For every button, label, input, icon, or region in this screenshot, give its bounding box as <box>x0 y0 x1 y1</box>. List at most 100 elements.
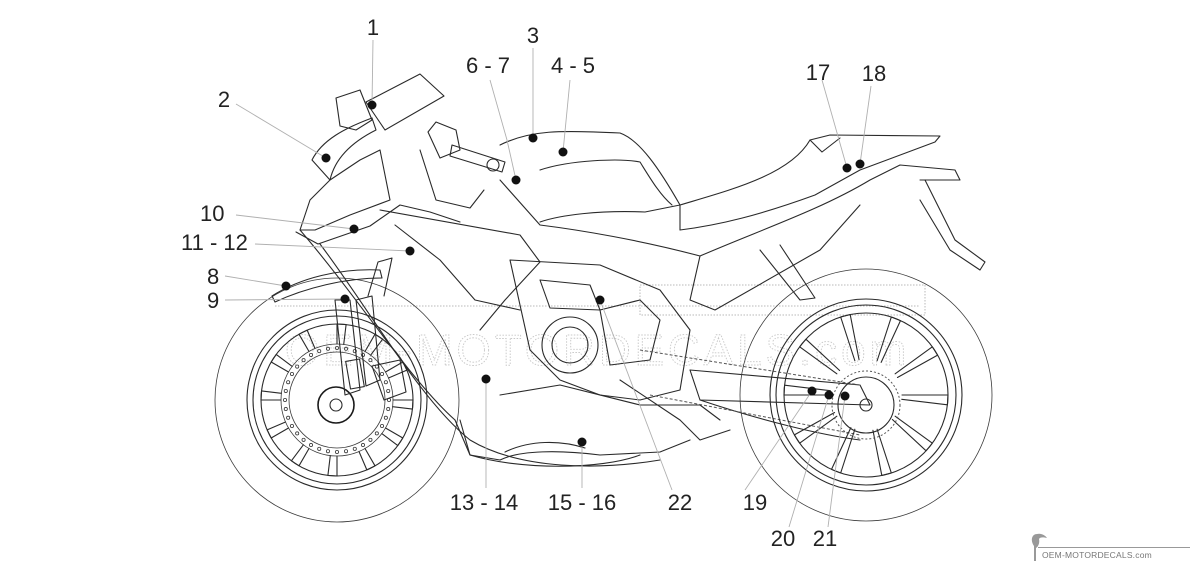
logo: OEM-MOTORDECALS.com <box>1028 528 1198 564</box>
front-spoke <box>270 353 293 373</box>
callout-dot <box>842 163 852 173</box>
leader-line <box>562 79 571 153</box>
rear-spoke <box>840 313 860 362</box>
callout-label: 8 <box>207 264 219 289</box>
callout-label: 17 <box>806 60 830 85</box>
disc-hole <box>295 431 300 436</box>
front-spoke <box>381 427 404 447</box>
callout-20: 20 <box>771 390 834 551</box>
logo-text: OEM-MOTORDECALS.com <box>1042 550 1152 560</box>
callout-dot <box>481 374 491 384</box>
callout-22: 22 <box>595 295 692 515</box>
callout-1314: 13 - 14 <box>450 374 519 515</box>
callout-8: 8 <box>207 264 291 291</box>
swingarm <box>619 349 871 441</box>
rear-spoke <box>894 346 939 379</box>
callout-label: 11 - 12 <box>181 230 248 255</box>
callout-dot <box>855 159 865 169</box>
rear-spoke <box>876 316 902 363</box>
callout-dot <box>321 153 331 163</box>
disc-hole <box>301 358 306 363</box>
disc-hole <box>308 352 313 357</box>
disc-hole <box>286 380 291 385</box>
callout-dot <box>340 294 350 304</box>
engine <box>499 259 721 421</box>
callout-dot <box>528 133 538 143</box>
callout-9: 9 <box>207 288 350 313</box>
callout-67: 6 - 7 <box>466 53 521 185</box>
disc-hole <box>374 431 379 436</box>
callout-2: 2 <box>218 87 331 163</box>
disc-hole <box>352 446 357 451</box>
front-spoke <box>266 421 290 439</box>
disc-hole <box>386 388 391 393</box>
disc-hole <box>360 443 365 448</box>
rear-spoke <box>901 394 949 406</box>
leader-line <box>821 79 848 169</box>
callout-dot <box>577 437 587 447</box>
front-spoke <box>358 447 376 471</box>
rear-spoke <box>799 338 841 375</box>
callout-dot <box>807 386 817 396</box>
callout-3: 3 <box>527 23 539 143</box>
disc-hole <box>325 449 330 454</box>
disc-hole <box>383 415 388 420</box>
belly-pan <box>459 419 691 461</box>
disc-hole <box>295 364 300 369</box>
callout-dot <box>824 390 834 400</box>
callout-label: 9 <box>207 288 219 313</box>
disc-hole <box>352 349 357 354</box>
rear-spoke <box>872 428 892 477</box>
disc-hole <box>368 437 373 442</box>
disc-hole <box>325 346 330 351</box>
rear-wheel <box>739 268 993 522</box>
disc-hole <box>334 449 339 454</box>
callout-18: 18 <box>855 61 886 169</box>
callout-label: 3 <box>527 23 539 48</box>
callout-label: 1 <box>367 15 379 40</box>
leader-line <box>224 275 287 287</box>
logo-rule <box>1038 547 1190 548</box>
leader-line <box>235 214 355 230</box>
disc-hole <box>308 443 313 448</box>
callout-dot <box>511 175 521 185</box>
disc-hole <box>317 349 322 354</box>
front-spoke <box>260 390 282 401</box>
disc-hole <box>380 423 385 428</box>
disc-hole <box>368 358 373 363</box>
front-spoke <box>290 444 310 467</box>
callout-label: 13 - 14 <box>450 490 519 515</box>
leader-line <box>859 85 872 165</box>
front-wheel <box>214 277 460 523</box>
disc-hole <box>282 397 287 402</box>
leader-line <box>744 390 813 491</box>
disc-hole <box>289 423 294 428</box>
front-fender <box>271 269 383 303</box>
rear-spoke <box>830 427 856 474</box>
callout-1516: 15 - 16 <box>548 437 617 515</box>
disc-hole <box>289 371 294 376</box>
callout-1: 1 <box>367 15 379 110</box>
handlebar <box>419 121 506 209</box>
front-spoke <box>298 329 316 353</box>
callout-dot <box>840 391 850 401</box>
leader-line <box>489 79 517 181</box>
disc-hole <box>380 371 385 376</box>
rear-spoke <box>783 384 831 396</box>
callout-21: 21 <box>813 391 850 551</box>
callout-label: 21 <box>813 526 837 551</box>
callout-dot <box>281 281 291 291</box>
callout-label: 6 - 7 <box>466 53 510 78</box>
fuel-tank <box>499 130 701 257</box>
callout-label: 22 <box>668 490 692 515</box>
callout-1112: 11 - 12 <box>181 230 415 256</box>
callout-label: 19 <box>743 490 767 515</box>
leader-line <box>254 243 411 252</box>
leader-line <box>224 298 346 301</box>
leader-line <box>235 103 327 159</box>
front-spoke <box>336 323 347 345</box>
callout-label: 15 - 16 <box>548 490 617 515</box>
disc-hole <box>283 407 288 412</box>
